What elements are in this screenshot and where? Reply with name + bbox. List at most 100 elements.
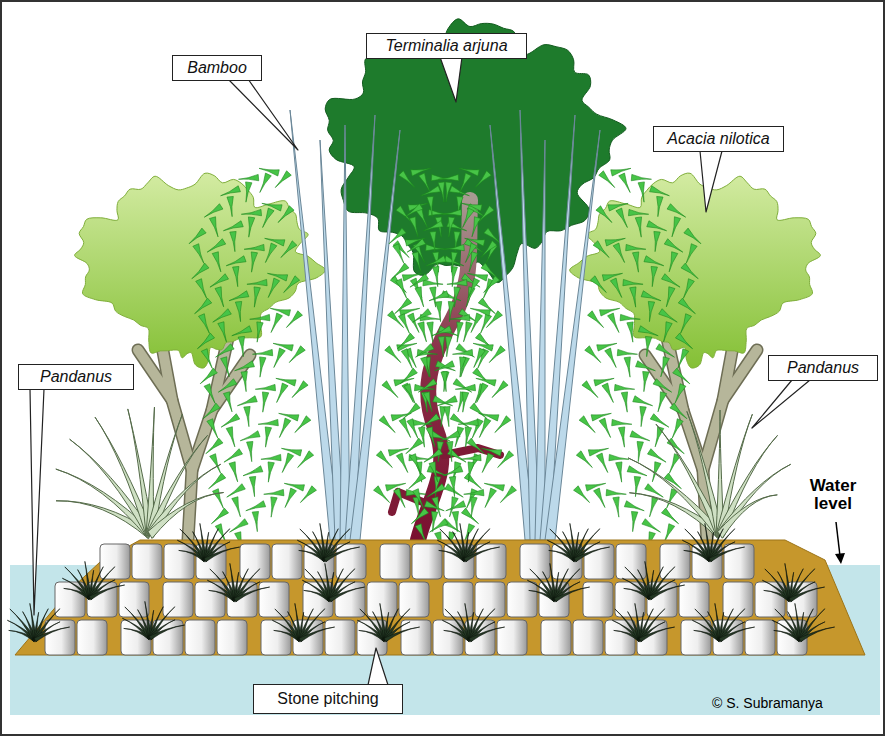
illustration-part bbox=[435, 361, 455, 371]
illustration-part bbox=[429, 462, 438, 482]
illustration-part bbox=[237, 396, 257, 406]
illustration-part bbox=[418, 322, 427, 342]
illustration-part bbox=[633, 396, 653, 406]
stone-block bbox=[45, 620, 75, 655]
stone-block bbox=[380, 544, 410, 579]
illustration-part bbox=[409, 217, 418, 237]
illustration-part bbox=[672, 419, 683, 439]
illustration-part bbox=[641, 291, 661, 301]
plant-label: Pandanus bbox=[31, 368, 121, 386]
illustration-part bbox=[221, 186, 241, 196]
illustration-part bbox=[412, 252, 421, 272]
illustration-part bbox=[224, 449, 243, 462]
stone-block bbox=[261, 620, 291, 655]
callout-pointer bbox=[30, 389, 44, 615]
illustration-part bbox=[463, 208, 474, 227]
stone-block bbox=[724, 544, 754, 579]
grass-tufts bbox=[7, 523, 834, 642]
illustration-part bbox=[260, 357, 266, 377]
illustration-part bbox=[658, 392, 667, 412]
illustration-part bbox=[350, 130, 400, 540]
illustration-part bbox=[406, 438, 423, 454]
illustration-part bbox=[427, 196, 433, 216]
illustration-part bbox=[643, 371, 649, 391]
stone-block bbox=[119, 582, 149, 617]
illustration-part bbox=[285, 488, 296, 507]
illustration-part bbox=[624, 501, 644, 511]
illustration-part bbox=[636, 361, 656, 371]
illustration-part bbox=[411, 508, 428, 524]
illustration-part bbox=[471, 497, 477, 517]
illustration-part bbox=[684, 228, 701, 244]
illustration-part bbox=[277, 383, 288, 402]
illustration-part bbox=[435, 301, 441, 321]
illustration-part bbox=[630, 431, 650, 441]
stone-block bbox=[367, 582, 397, 617]
illustration-part bbox=[254, 287, 260, 307]
illustration-part bbox=[413, 309, 432, 322]
illustration-part bbox=[244, 406, 250, 426]
illustration-part bbox=[403, 403, 420, 419]
illustration-part bbox=[196, 279, 207, 299]
illustration-part bbox=[409, 473, 426, 489]
illustration-part bbox=[423, 392, 432, 412]
illustration-part bbox=[647, 449, 666, 462]
illustration-part bbox=[271, 313, 282, 332]
illustration-part bbox=[212, 489, 223, 509]
illustration-part bbox=[650, 186, 670, 196]
illustration-part bbox=[215, 287, 224, 307]
illustration-part bbox=[226, 427, 235, 447]
illustration-part bbox=[453, 349, 473, 355]
illustration-part bbox=[251, 252, 257, 272]
illustration-part bbox=[718, 495, 778, 538]
illustration-part bbox=[407, 419, 418, 439]
illustration-part bbox=[444, 244, 464, 250]
illustration-part bbox=[467, 438, 484, 454]
illustration-part bbox=[247, 279, 267, 285]
illustration-part bbox=[446, 182, 452, 202]
arrow-head bbox=[835, 553, 845, 564]
illustration-part bbox=[443, 466, 463, 476]
illustration-part bbox=[454, 287, 460, 307]
illustration-part bbox=[469, 252, 478, 272]
illustration-part bbox=[645, 355, 683, 410]
illustration-part bbox=[207, 239, 226, 252]
illustration-part bbox=[393, 244, 404, 264]
illustration-part bbox=[223, 221, 243, 231]
illustration-part bbox=[397, 333, 414, 349]
illustration-part bbox=[212, 355, 250, 410]
illustration-part bbox=[554, 587, 589, 602]
illustration-part bbox=[421, 357, 430, 377]
illustration-part bbox=[464, 489, 484, 495]
illustration-part bbox=[271, 497, 277, 517]
illustration-part bbox=[678, 349, 689, 369]
illustration-part bbox=[249, 476, 255, 496]
illustration-part bbox=[261, 454, 281, 460]
illustration-part bbox=[681, 263, 698, 279]
stone-block bbox=[401, 620, 431, 655]
illustration-part bbox=[631, 511, 637, 531]
island-mound bbox=[15, 540, 865, 655]
illustration-part bbox=[264, 489, 284, 495]
illustration-part bbox=[247, 441, 253, 461]
illustration-part bbox=[447, 441, 453, 461]
stone-block bbox=[681, 620, 711, 655]
illustration-part bbox=[299, 627, 334, 642]
plant-label: Pandanus bbox=[781, 359, 865, 377]
illustration-part bbox=[681, 314, 692, 334]
illustration-part bbox=[610, 278, 621, 297]
illustration-part bbox=[654, 231, 660, 251]
stone-block bbox=[185, 620, 215, 655]
illustration-part bbox=[596, 453, 607, 472]
illustration-part bbox=[477, 383, 488, 402]
illustration-part bbox=[666, 287, 675, 307]
illustration-part bbox=[441, 371, 447, 391]
illustration-part bbox=[233, 266, 239, 286]
illustration-part bbox=[789, 587, 824, 602]
illustration-part bbox=[436, 361, 456, 371]
stone-block bbox=[679, 582, 709, 617]
illustration-part bbox=[244, 244, 264, 250]
illustration-part bbox=[223, 392, 232, 412]
callout-box: Terminalia arjuna bbox=[366, 33, 527, 59]
illustration-part bbox=[218, 379, 237, 392]
